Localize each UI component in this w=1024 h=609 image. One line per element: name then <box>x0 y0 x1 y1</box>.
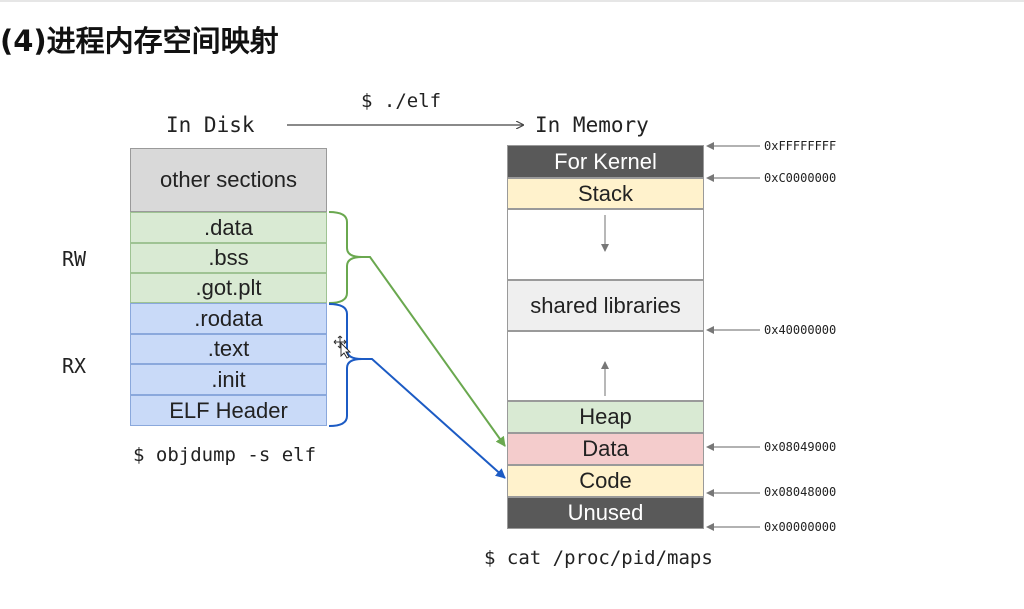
memory-segment-data: Data <box>507 433 704 465</box>
move-cursor-icon <box>333 335 352 359</box>
rx-label: RX <box>62 354 87 378</box>
address-ffffffff: 0xFFFFFFFF <box>764 139 837 153</box>
memory-segment-code: Code <box>507 465 704 497</box>
top-divider <box>0 0 1024 2</box>
disk-section-rodata: .rodata <box>130 303 327 334</box>
rw-to-data-arrow <box>362 256 506 447</box>
elf-command-label: $ ./elf <box>361 90 442 112</box>
disk-section-data: .data <box>130 212 327 243</box>
memory-segment-unused: Unused <box>507 497 704 529</box>
rw-brace <box>328 211 363 304</box>
disk-section-init: .init <box>130 364 327 395</box>
address-08049000: 0x08049000 <box>764 440 837 454</box>
slide-title: (4)进程内存空间映射 <box>0 24 279 58</box>
address-00000000: 0x00000000 <box>764 520 837 534</box>
disk-section-elf-header: ELF Header <box>130 395 327 426</box>
objdump-command-label: $ objdump -s elf <box>133 444 317 466</box>
address-c0000000: 0xC0000000 <box>764 171 837 185</box>
disk-section-other: other sections <box>130 148 327 212</box>
rw-label: RW <box>62 247 87 271</box>
disk-section-got-plt: .got.plt <box>130 273 327 303</box>
disk-section-text: .text <box>130 334 327 364</box>
memory-segment-kernel: For Kernel <box>507 145 704 178</box>
rx-to-code-arrow <box>362 358 506 479</box>
rx-brace <box>328 303 363 427</box>
in-disk-label: In Disk <box>166 113 255 137</box>
memory-segment-heap: Heap <box>507 401 704 433</box>
disk-section-bss: .bss <box>130 243 327 273</box>
memory-segment-stack: Stack <box>507 178 704 209</box>
memory-segment-shared-libraries: shared libraries <box>507 280 704 331</box>
address-08048000: 0x08048000 <box>764 485 837 499</box>
maps-command-label: $ cat /proc/pid/maps <box>484 547 713 569</box>
in-memory-label: In Memory <box>535 113 649 137</box>
address-40000000: 0x40000000 <box>764 323 837 337</box>
